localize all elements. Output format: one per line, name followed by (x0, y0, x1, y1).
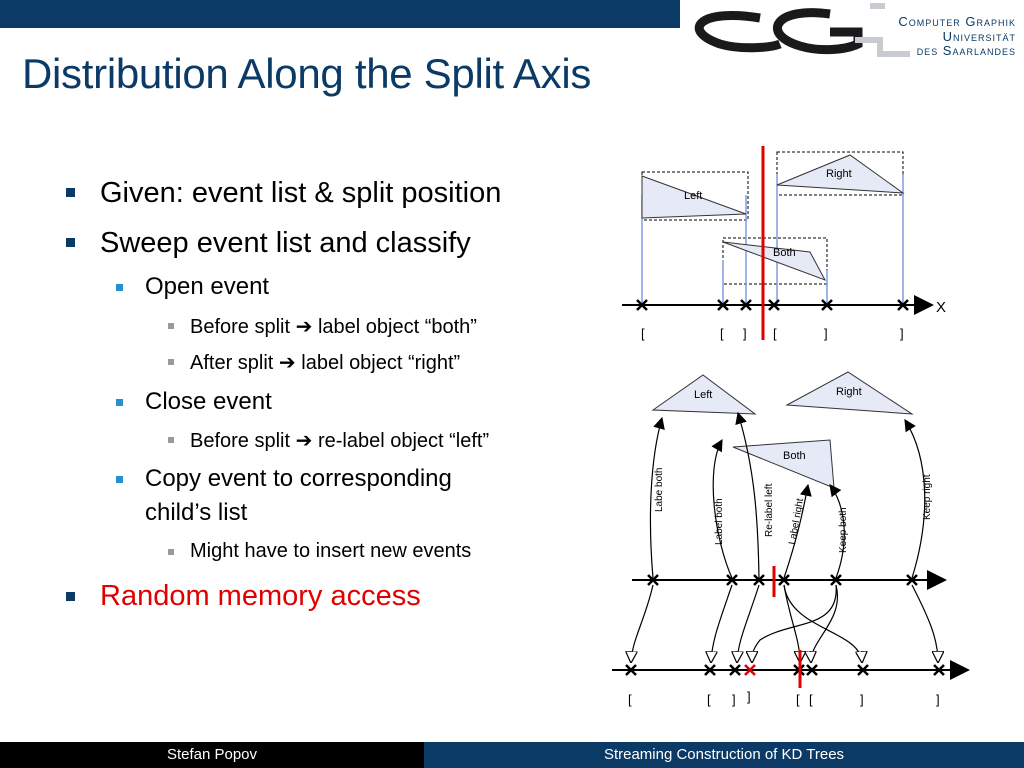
bullet-open-event: Open event (145, 273, 270, 300)
bullet-marker (66, 238, 75, 247)
right-triangle (785, 371, 914, 415)
bullet-before-split-close: Before split ➔ re-label object “left” (190, 428, 489, 453)
cg-logo-graphic (694, 3, 910, 57)
before-split-close-text: re-label object “left” (317, 430, 490, 452)
arrow-right-icon: ➔ (295, 314, 313, 338)
right-triangle (776, 154, 905, 194)
split-event-markers (744, 664, 756, 676)
event-markers (636, 299, 909, 311)
both-label: Both (783, 450, 806, 462)
axis-label-x: X (936, 299, 946, 316)
bullet-marker (168, 323, 174, 329)
after-split-prefix: After split (190, 352, 274, 374)
logo-line-1: Computer Graphik (898, 14, 1016, 29)
edge-label-label-both: Label both (714, 498, 725, 545)
arrow-right-icon: ➔ (278, 350, 296, 374)
bracket-1: [ (628, 692, 632, 707)
bracket-4: [ (773, 326, 777, 341)
bullet-marker (168, 549, 174, 555)
bullet-marker (116, 284, 123, 291)
bracket-2: [ (707, 692, 711, 707)
after-split-open-text: label object “right” (301, 352, 461, 374)
edge-label-labe-both: Labe both (654, 468, 665, 513)
slide-title: Distribution Along the Split Axis (22, 50, 592, 97)
bullet-copy-line-2: child’s list (145, 499, 248, 526)
bracket-6: [ (809, 692, 813, 707)
before-split-prefix: Before split (190, 316, 291, 338)
right-label: Right (836, 386, 862, 398)
right-label: Right (826, 168, 852, 180)
bullet-marker (168, 359, 174, 365)
bullet-sweep: Sweep event list and classify (100, 227, 471, 259)
edge-label-relabel-left: Re-label left (764, 483, 775, 537)
left-label: Left (694, 389, 712, 401)
both-label: Both (773, 247, 796, 259)
bracket-5: [ (796, 692, 800, 707)
left-triangle (641, 175, 747, 219)
bracket-7: ] (860, 692, 864, 707)
bullet-marker (116, 399, 123, 406)
bullet-given: Given: event list & split position (100, 177, 502, 209)
bullet-after-split-open: After split ➔ label object “right” (190, 350, 460, 375)
before-split-open-text: label object “both” (317, 316, 477, 338)
bracket-5: ] (824, 326, 828, 341)
left-label: Left (684, 190, 702, 202)
bracket-1: [ (641, 326, 645, 341)
right-bounding-box (776, 151, 904, 196)
event-markers (647, 574, 918, 586)
bracket-2: [ (720, 326, 724, 341)
logo-line-3: des Saarlandes (916, 43, 1016, 58)
classification-arrows (649, 411, 926, 579)
edge-label-keep-right: Keep right (922, 474, 933, 520)
bullet-copy-line-1: Copy event to corresponding (145, 465, 452, 492)
bullet-marker (168, 437, 174, 443)
logo-line-2: Universität (942, 29, 1016, 44)
footer-talk-title: Streaming Construction of KD Trees (424, 742, 1024, 768)
bracket-6: ] (900, 326, 904, 341)
left-triangle (651, 374, 757, 415)
left-bounding-box (641, 171, 749, 221)
edge-label-label-right: Label right (787, 497, 806, 545)
bullet-random-memory: Random memory access (100, 580, 421, 612)
bracket-3: ] (732, 692, 736, 707)
footer-author: Stefan Popov (166, 746, 258, 763)
bullet-close-event: Close event (145, 388, 272, 415)
bullet-marker (116, 476, 123, 483)
before-split-prefix: Before split (190, 430, 291, 452)
bullet-marker (66, 592, 75, 601)
bullet-marker (66, 188, 75, 197)
bullet-might-have: Might have to insert new events (190, 540, 472, 562)
both-triangle (722, 241, 827, 281)
arrow-right-icon: ➔ (295, 428, 313, 452)
bracket-8: ] (936, 692, 940, 707)
bracket-4: ] (747, 689, 751, 704)
both-triangle (732, 439, 835, 489)
bullet-before-split-open: Before split ➔ label object “both” (190, 314, 477, 339)
edge-label-keep-both: Keep both (838, 507, 849, 553)
university-logo: Computer Graphik Universität des Saarlan… (680, 0, 1024, 64)
bracket-3: ] (743, 326, 747, 341)
copy-arrows (631, 584, 938, 662)
